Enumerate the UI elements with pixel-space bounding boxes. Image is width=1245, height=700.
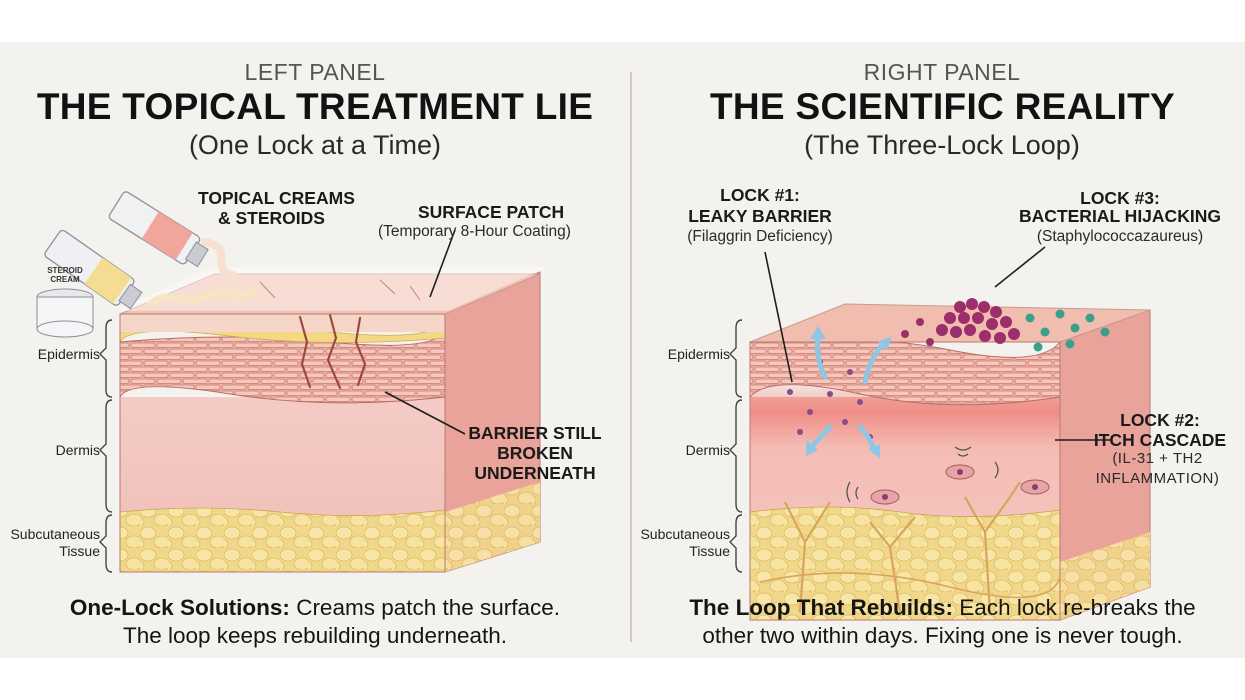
barrier-callout-line3: UNDERNEATH <box>474 463 596 483</box>
lock3-line1: LOCK #3: <box>1080 188 1160 208</box>
cream-tube-red <box>108 191 209 268</box>
lock1-line2: LEAKY BARRIER <box>688 206 832 226</box>
panel-divider <box>630 72 632 642</box>
right-panel-label: RIGHT PANEL <box>863 59 1021 85</box>
diagram-canvas: LEFT PANEL THE TOPICAL TREATMENT LIE (On… <box>0 42 1245 658</box>
barrier-callout-line2: BROKEN <box>497 443 573 463</box>
creams-callout-line2: & STEROIDS <box>218 208 325 228</box>
illustration <box>36 191 1151 621</box>
right-layer-epidermis: Epidermis <box>667 346 730 362</box>
layer-brackets <box>99 319 743 573</box>
surface-patch-title: SURFACE PATCH <box>418 202 565 222</box>
cream-tube-yellow <box>44 229 143 310</box>
jar-label-line2: CREAM <box>50 275 80 284</box>
lock2-line1: LOCK #2: <box>1120 410 1200 430</box>
lock3-line2: BACTERIAL HIJACKING <box>1019 206 1221 226</box>
right-layer-subcutaneous-line2: Tissue <box>689 543 730 559</box>
left-footer: One-Lock Solutions: Creams patch the sur… <box>10 594 620 650</box>
surface-patch-note: (Temporary 8-Hour Coating) <box>378 223 571 240</box>
right-layer-dermis: Dermis <box>685 442 730 458</box>
right-panel-title: THE SCIENTIFIC REALITY <box>710 86 1175 127</box>
left-layer-subcutaneous-line1: Subcutaneous <box>10 526 100 542</box>
barrier-callout-line1: BARRIER STILL <box>468 423 602 443</box>
right-layer-subcutaneous-line1: Subcutaneous <box>640 526 730 542</box>
left-skin-block <box>117 267 545 573</box>
left-panel-title: THE TOPICAL TREATMENT LIE <box>36 86 594 127</box>
left-footer-line1: Creams patch the surface. <box>289 595 561 620</box>
right-footer-bold: The Loop That Rebuilds: <box>689 595 954 620</box>
jar-label: STEROID CREAM <box>40 266 90 284</box>
lock2-note2: INFLAMMATION) <box>1095 470 1220 487</box>
left-layer-subcutaneous-line2: Tissue <box>59 543 100 559</box>
lock1-line1: LOCK #1: <box>720 185 800 205</box>
lock2-note1: (IL-31 + TH2 <box>1112 450 1203 467</box>
lock1-note: (Filaggrin Deficiency) <box>687 228 833 245</box>
right-footer-line2: other two within days. Fixing one is nev… <box>702 623 1183 648</box>
left-panel-subtitle: (One Lock at a Time) <box>188 130 442 160</box>
left-footer-line2: The loop keeps rebuilding underneath. <box>122 623 508 648</box>
left-panel-label: LEFT PANEL <box>244 59 386 85</box>
left-layer-epidermis: Epidermis <box>37 346 100 362</box>
lock2-line2: ITCH CASCADE <box>1093 430 1227 450</box>
leader-lines <box>384 229 1110 441</box>
right-panel-subtitle: (The Three-Lock Loop) <box>804 130 1080 160</box>
left-footer-bold: One-Lock Solutions: <box>69 595 290 620</box>
right-skin-block <box>749 298 1151 621</box>
creams-callout-line1: TOPICAL CREAMS <box>198 188 355 208</box>
jar-label-line1: STEROID <box>47 266 83 275</box>
right-footer: The Loop That Rebuilds: Each lock re-bre… <box>640 594 1245 650</box>
steroid-cream-jar <box>36 288 94 338</box>
right-layer-subcutaneous: Subcutaneous Tissue <box>630 526 730 560</box>
right-footer-line1: Each lock re-breaks the <box>953 595 1196 620</box>
lock3-note: (Staphylococcazaureus) <box>1036 228 1204 245</box>
left-layer-subcutaneous: Subcutaneous Tissue <box>0 526 100 560</box>
left-layer-dermis: Dermis <box>55 442 100 458</box>
